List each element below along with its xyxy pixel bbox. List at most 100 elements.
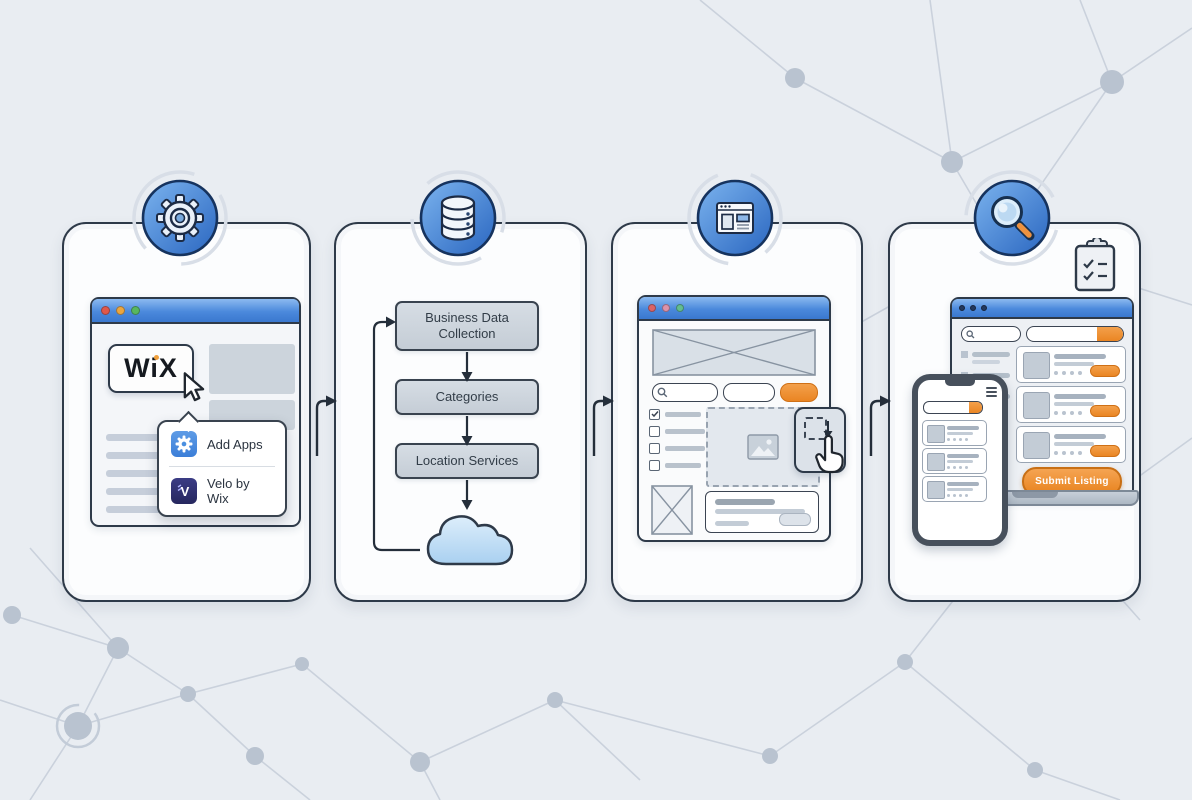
checkbox[interactable] xyxy=(649,426,660,437)
close-window-button[interactable] xyxy=(648,304,656,312)
add-apps-gear-icon xyxy=(171,431,197,457)
text-line xyxy=(1054,442,1094,446)
apps-dropdown-menu: Add Apps V Velo by Wix xyxy=(157,410,287,517)
window-titlebar xyxy=(92,299,299,324)
checklist-label-line xyxy=(665,463,701,468)
flow-box-label: Location Services xyxy=(415,453,519,469)
minimize-window-button[interactable] xyxy=(116,306,125,315)
orange-action-button[interactable] xyxy=(780,383,818,402)
checklist-label-line xyxy=(665,429,705,434)
window-dot xyxy=(981,305,987,311)
step-connector-arrow xyxy=(315,395,337,456)
text-line xyxy=(947,432,973,435)
velo-icon: V xyxy=(171,478,197,504)
phone-search-input[interactable] xyxy=(923,401,983,414)
text-line xyxy=(715,521,749,526)
text-line xyxy=(947,460,973,463)
rating-dots xyxy=(1054,371,1082,375)
window-dot xyxy=(970,305,976,311)
content-card xyxy=(705,491,819,533)
listing-thumbnail xyxy=(1023,432,1050,459)
panel-setup: WiX xyxy=(62,222,311,602)
phone-search-button[interactable] xyxy=(969,402,982,413)
magnifier-icon xyxy=(964,170,1060,266)
text-line xyxy=(715,499,775,505)
zoom-window-button[interactable] xyxy=(131,306,140,315)
flow-box-label: Categories xyxy=(435,389,499,405)
checkbox[interactable] xyxy=(649,443,660,454)
mobile-phone xyxy=(912,374,1008,546)
listing-action-button[interactable] xyxy=(1090,365,1120,377)
flow-box-location-services: Location Services xyxy=(395,443,539,479)
panel-data-collection: Business Data Collection Categories Loca… xyxy=(334,222,587,602)
drag-chip[interactable] xyxy=(794,407,846,474)
listing-thumbnail xyxy=(927,453,945,471)
menu-item-label: Add Apps xyxy=(207,436,263,452)
rating-dots xyxy=(1054,451,1082,455)
drag-dash-square xyxy=(804,417,827,440)
rating-dots xyxy=(1054,411,1082,415)
step-connector-arrow xyxy=(592,395,614,456)
panel-search-publish: Submit Listing xyxy=(888,222,1141,602)
content-block xyxy=(209,344,295,394)
flow-box-business-data: Business Data Collection xyxy=(395,301,539,351)
text-line xyxy=(715,509,805,514)
text-line xyxy=(947,488,973,491)
listing-action-button[interactable] xyxy=(1090,445,1120,457)
go-button[interactable] xyxy=(1097,327,1123,341)
pointer-cursor-icon xyxy=(183,372,205,402)
clipboard-checklist-icon xyxy=(1074,238,1116,292)
address-bar[interactable] xyxy=(1026,326,1124,342)
checklist-label-line xyxy=(665,446,705,451)
cloud-icon xyxy=(426,515,514,566)
listing-card[interactable] xyxy=(1016,426,1126,463)
checklist-label-line xyxy=(665,412,701,417)
listing-card[interactable] xyxy=(1016,386,1126,423)
phone-listing-card[interactable] xyxy=(922,448,987,474)
filter-pill[interactable] xyxy=(723,383,775,402)
browser-layout-icon xyxy=(687,170,783,266)
submit-listing-label: Submit Listing xyxy=(1035,476,1109,487)
listing-thumbnail xyxy=(927,425,945,443)
phone-listing-card[interactable] xyxy=(922,420,987,446)
phone-listing-card[interactable] xyxy=(922,476,987,502)
step-connector-arrow xyxy=(869,395,891,456)
text-line xyxy=(1054,394,1106,399)
text-line xyxy=(1054,402,1094,406)
gear-icon xyxy=(132,170,228,266)
listing-thumbnail xyxy=(1023,352,1050,379)
database-icon xyxy=(410,170,506,266)
laptop-notch xyxy=(1011,492,1058,498)
text-line xyxy=(947,482,979,486)
menu-item-add-apps[interactable]: Add Apps xyxy=(159,422,285,466)
card-pill-button[interactable] xyxy=(779,513,811,526)
down-arrow-icon xyxy=(823,421,833,438)
search-input[interactable] xyxy=(652,383,718,402)
rating-dots xyxy=(947,466,968,469)
check-icon xyxy=(650,411,659,418)
hand-cursor-icon xyxy=(815,434,844,474)
image-placeholder-crossed xyxy=(651,485,693,535)
hero-image-placeholder xyxy=(652,329,816,376)
listing-action-button[interactable] xyxy=(1090,405,1120,417)
rating-dots xyxy=(947,494,968,497)
panel-page-design xyxy=(611,222,863,602)
minimize-window-button[interactable] xyxy=(662,304,670,312)
wix-logo-chip[interactable]: WiX xyxy=(108,344,194,393)
search-icon xyxy=(657,387,668,398)
close-window-button[interactable] xyxy=(101,306,110,315)
search-input[interactable] xyxy=(961,326,1021,342)
listing-card[interactable] xyxy=(1016,346,1126,383)
listing-thumbnail xyxy=(927,481,945,499)
hamburger-menu-icon[interactable] xyxy=(986,387,997,399)
flow-box-categories: Categories xyxy=(395,379,539,415)
text-line xyxy=(1054,354,1106,359)
wix-logo-text: WiX xyxy=(124,353,178,383)
wix-logo-orange-dot xyxy=(154,355,159,360)
checkbox[interactable] xyxy=(649,460,660,471)
text-line xyxy=(972,352,1010,357)
checkbox-checked[interactable] xyxy=(649,409,660,420)
menu-item-velo[interactable]: V Velo by Wix xyxy=(159,467,285,515)
zoom-window-button[interactable] xyxy=(676,304,684,312)
